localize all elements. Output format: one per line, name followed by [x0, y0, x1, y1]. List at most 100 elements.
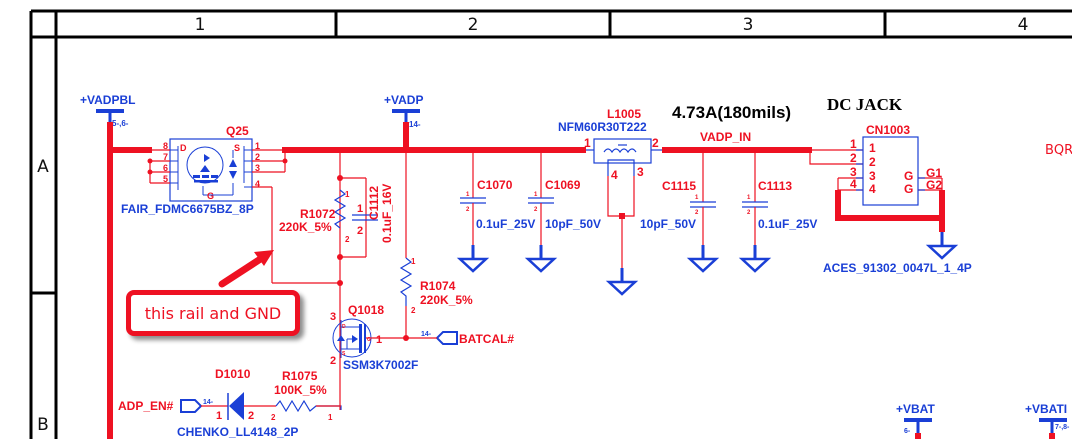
callout-text: this rail and GND	[144, 303, 282, 323]
adp-en-ref: 14-	[203, 399, 214, 406]
batcal-net-port	[406, 331, 458, 345]
c1113-ref: C1113	[758, 179, 792, 193]
cn1003-g2-pin: G2	[926, 178, 942, 192]
cn1003-g-label-2: G	[904, 182, 913, 196]
bqr-net-label: BQR	[1045, 143, 1072, 158]
cn1003-g-label-1: G	[904, 169, 913, 183]
q25-pin-6: 6	[163, 163, 168, 173]
r1074-resistor	[399, 257, 413, 306]
r1075-pin2: 2	[271, 413, 276, 422]
r1072-ref: R1072	[300, 207, 336, 221]
c1115-capacitor	[690, 150, 716, 245]
d1010-diode	[201, 392, 276, 420]
sheet-frame	[29, 9, 1072, 439]
q1018-pin-d: 3	[330, 311, 336, 323]
l1005-pin1: 1	[584, 136, 591, 150]
l1005-pin2: 2	[652, 136, 659, 150]
cn1003-outer-pin1: 1	[850, 137, 857, 151]
c1070-pin2: 2	[466, 207, 470, 213]
q1018-pin-g: 1	[376, 334, 382, 346]
vadp-in-label: VADP_IN	[700, 130, 751, 144]
d1010-part: CHENKO_LL4148_2P	[177, 425, 298, 439]
c1113-value: 0.1uF_25V	[758, 217, 817, 231]
l1005-part: NFM60R30T222	[558, 120, 647, 134]
column-label-4: 4	[1018, 15, 1029, 35]
vadp-power-symbol	[392, 109, 420, 150]
junction-dot	[619, 213, 625, 219]
ground-icon	[605, 268, 639, 296]
q1018-ref: Q1018	[348, 303, 384, 317]
cn1003-connector	[809, 136, 945, 232]
vbat-label: +VBAT	[896, 402, 935, 416]
dc-jack-title: DC JACK	[827, 95, 903, 114]
ground-icon	[456, 245, 490, 273]
junction-dot	[337, 254, 343, 260]
c1112-capacitor	[352, 214, 378, 221]
c1069-capacitor	[528, 150, 554, 245]
q25-d-label: D	[180, 143, 187, 153]
vadp-label: +VADP	[384, 93, 423, 107]
q1018-mini-g: G	[367, 337, 371, 343]
vbati-ref: 7-,8-	[1055, 424, 1070, 431]
cn1003-outer-pin3: 3	[850, 165, 857, 179]
cn1003-inner-pin4: 4	[869, 182, 876, 196]
column-label-3: 3	[743, 15, 754, 35]
q25-pin-3: 3	[255, 163, 260, 173]
cn1003-ref: CN1003	[866, 123, 910, 137]
cn1003-outer-pin2: 2	[850, 151, 857, 165]
q25-mosfet	[147, 138, 341, 284]
callout-arrow	[218, 250, 274, 288]
batcal-ref: 14-	[421, 331, 432, 338]
c1112-value: 0.1uF_16V	[380, 184, 394, 243]
adp-en-net-port	[180, 399, 203, 413]
q25-g-label: G	[207, 191, 214, 201]
cn1003-inner-pin2: 2	[869, 155, 876, 169]
l1005-ref: L1005	[607, 107, 641, 121]
cn1003-inner-pin3: 3	[869, 169, 876, 183]
junction-dot	[337, 175, 343, 181]
c1070-ref: C1070	[477, 178, 513, 192]
column-label-1: 1	[195, 15, 206, 35]
c1115-pin2: 2	[695, 210, 699, 216]
d1010-pin1: 1	[216, 410, 222, 422]
cn1003-part: ACES_91302_0047L_1_4P	[823, 261, 972, 275]
vbat-power-symbol	[904, 418, 932, 439]
r1075-value: 100K_5%	[274, 383, 327, 397]
c1112-pin1: 1	[357, 203, 363, 215]
r1074-pin1: 1	[411, 257, 416, 266]
column-label-2: 2	[468, 15, 479, 35]
ground-icon	[686, 245, 720, 273]
cn1003-outer-pin4: 4	[850, 177, 857, 191]
c1112-pin2: 2	[357, 225, 363, 237]
row-label-a: A	[37, 157, 49, 177]
row-label-b: B	[37, 415, 49, 435]
c1069-ref: C1069	[545, 178, 581, 192]
q25-pin-5: 5	[163, 174, 168, 184]
q25-pin-8: 8	[163, 141, 168, 151]
q25-part: FAIR_FDMC6675BZ_8P	[121, 202, 254, 216]
c1069-pin2: 2	[534, 207, 538, 213]
junction-dot	[337, 280, 343, 286]
q1018-pin-s: 2	[330, 355, 336, 367]
cn1003-inner-pin1: 1	[869, 141, 876, 155]
q25-pin-7: 7	[163, 152, 168, 162]
q1018-mini-d: D	[342, 324, 346, 330]
r1074-value: 220K_5%	[420, 293, 473, 307]
ground-symbols	[456, 232, 959, 296]
vadpbl-ref: 5-,6-	[112, 119, 129, 128]
r1072-value: 220K_5%	[279, 220, 332, 234]
l1005-filter	[583, 138, 662, 268]
adp-en-label: ADP_EN#	[118, 399, 174, 413]
d1010-pin2: 2	[248, 410, 254, 422]
c1113-capacitor	[742, 150, 768, 245]
c1113-pin2: 2	[747, 210, 751, 216]
vbati-label: +VBATI	[1025, 402, 1067, 416]
r1072-pin1: 1	[345, 190, 350, 199]
q25-pin-2: 2	[255, 152, 260, 162]
ground-icon	[524, 245, 558, 273]
d1010-ref: D1010	[215, 367, 251, 381]
c1115-ref: C1115	[662, 179, 696, 193]
l1005-pin4: 4	[611, 168, 618, 182]
r1074-ref: R1074	[420, 279, 456, 293]
